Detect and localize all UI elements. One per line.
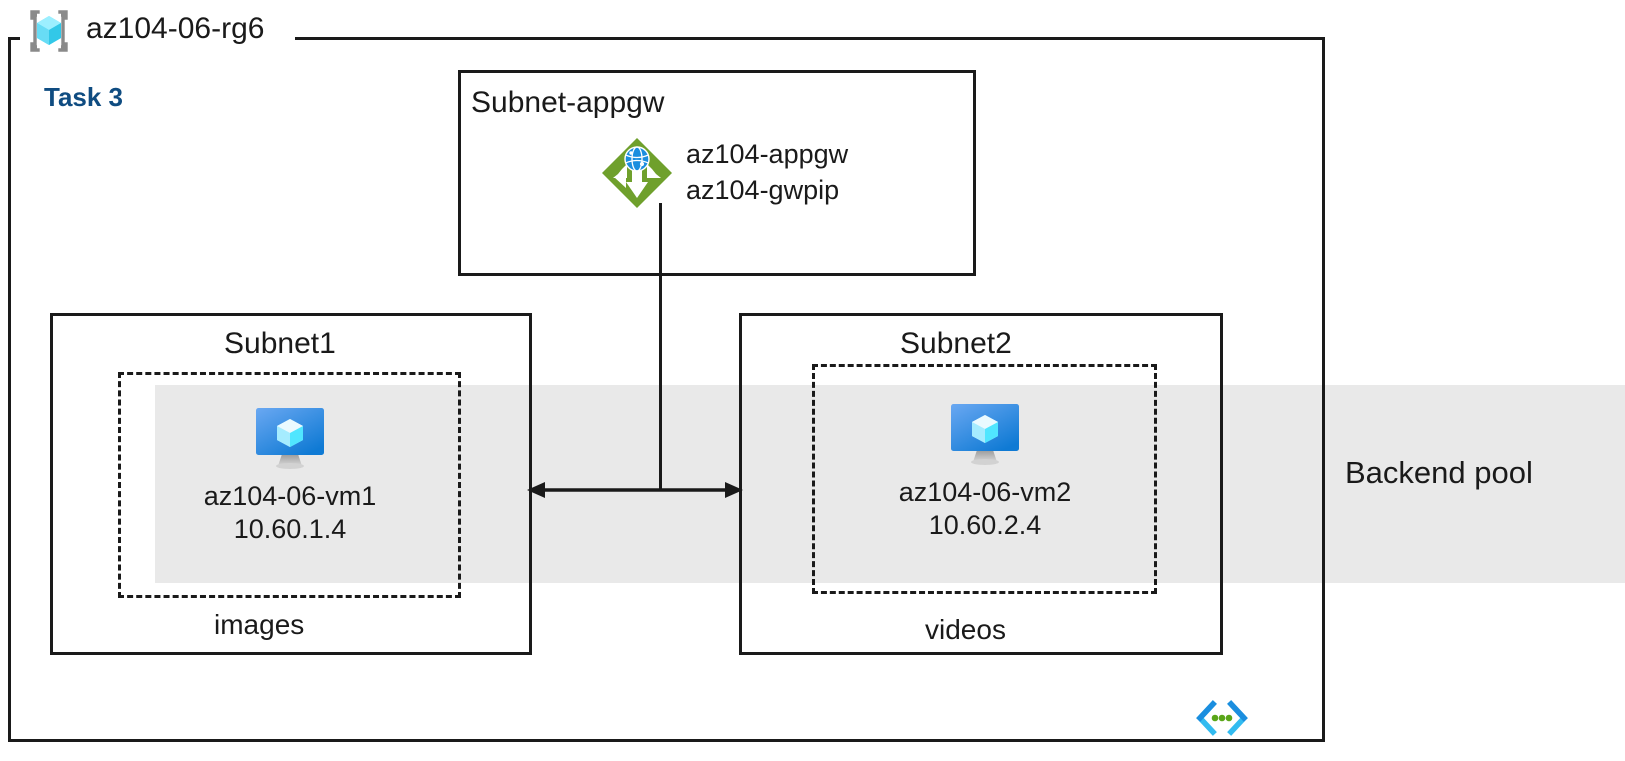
application-gateway-node: az104-appgw az104-gwpip (600, 136, 848, 210)
resource-group-icon (26, 8, 72, 54)
resource-group-name: az104-06-rg6 (86, 12, 265, 45)
subnet1-box (50, 313, 532, 655)
subnet-appgw-box (458, 70, 976, 276)
task-label: Task 3 (44, 82, 124, 112)
subnet1-title: Subnet1 (224, 327, 336, 360)
backend-pool-label: Backend pool (1345, 455, 1533, 490)
subnet1-dashed-group (118, 372, 461, 598)
subnet1-app-label: images (214, 609, 305, 640)
subnet2-title: Subnet2 (900, 327, 1012, 360)
application-gateway-labels: az104-appgw az104-gwpip (686, 137, 848, 208)
resource-group-boundary (8, 37, 1325, 742)
resource-group-title-gap (20, 26, 295, 48)
backend-pool-band (155, 385, 1625, 583)
subnet-link-arrow (525, 472, 745, 508)
appgw-connector-line (659, 203, 662, 491)
subnet2-app-label: videos (925, 614, 1006, 645)
vm2-ip: 10.60.2.4 (928, 510, 1042, 541)
application-gateway-icon (600, 136, 674, 210)
subnet2-box (739, 313, 1223, 655)
appgw-public-ip-name: az104-gwpip (686, 175, 840, 205)
vnet-code-icon (1196, 698, 1248, 738)
vm2-name: az104-06-vm2 (898, 477, 1072, 507)
subnet-appgw-title: Subnet-appgw (471, 86, 665, 119)
virtual-machine-icon (256, 408, 324, 469)
appgw-resource-name: az104-appgw (686, 139, 849, 170)
vm1-node: az104-06-vm1 10.60.1.4 (150, 404, 430, 547)
subnet2-dashed-group (812, 364, 1157, 594)
vm2-node: az104-06-vm2 10.60.2.4 (845, 400, 1125, 543)
vm1-name: az104-06-vm1 (203, 481, 377, 511)
vm1-ip: 10.60.1.4 (233, 514, 347, 545)
virtual-machine-icon (951, 404, 1019, 465)
